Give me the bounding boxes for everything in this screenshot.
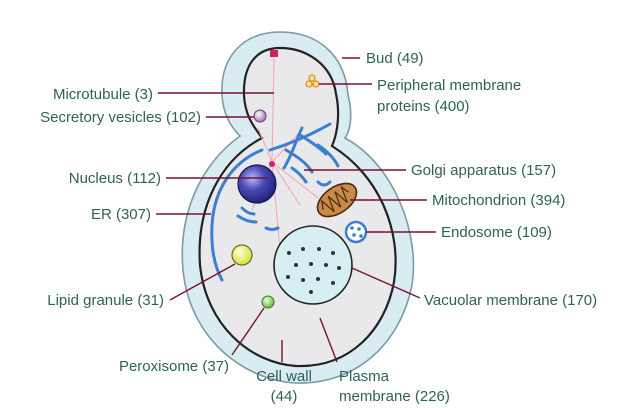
mitochondrion [316, 182, 358, 218]
endosome [344, 220, 368, 244]
vacuole [273, 225, 353, 305]
label-er: ER (307) [91, 206, 151, 223]
plasma-membrane [198, 46, 397, 368]
label-plasma-membrane-line2: membrane (226) [339, 388, 450, 405]
label-peripheral-membrane-line1: Peripheral membrane [377, 77, 521, 94]
lipid-granule [231, 244, 253, 266]
labels: Bud (49) Peripheral membrane proteins (4… [40, 50, 597, 405]
leader-lines [156, 57, 436, 363]
label-peroxisome: Peroxisome (37) [119, 358, 229, 375]
label-plasma-membrane-line1: Plasma [339, 368, 390, 385]
label-microtubule: Microtubule (3) [53, 86, 153, 103]
label-cell-wall-line1: Cell wall [256, 368, 312, 385]
label-mitochondrion: Mitochondrion (394) [432, 192, 565, 209]
label-golgi-apparatus: Golgi apparatus (157) [411, 162, 556, 179]
peroxisome [261, 295, 275, 309]
label-secretory-vesicles: Secretory vesicles (102) [40, 109, 201, 126]
nucleus [237, 161, 277, 204]
peripheral-membrane-proteins [305, 74, 320, 88]
label-endosome: Endosome (109) [441, 224, 552, 241]
label-nucleus: Nucleus (112) [69, 170, 161, 187]
label-cell-wall-line2: (44) [271, 388, 298, 405]
label-lipid-granule: Lipid granule (31) [47, 292, 164, 309]
secretory-vesicle [253, 109, 267, 123]
label-vacuolar-membrane: Vacuolar membrane (170) [424, 292, 597, 309]
label-peripheral-membrane-line2: proteins (400) [377, 98, 470, 115]
label-bud: Bud (49) [366, 50, 424, 67]
bud-site-marker [270, 50, 278, 57]
